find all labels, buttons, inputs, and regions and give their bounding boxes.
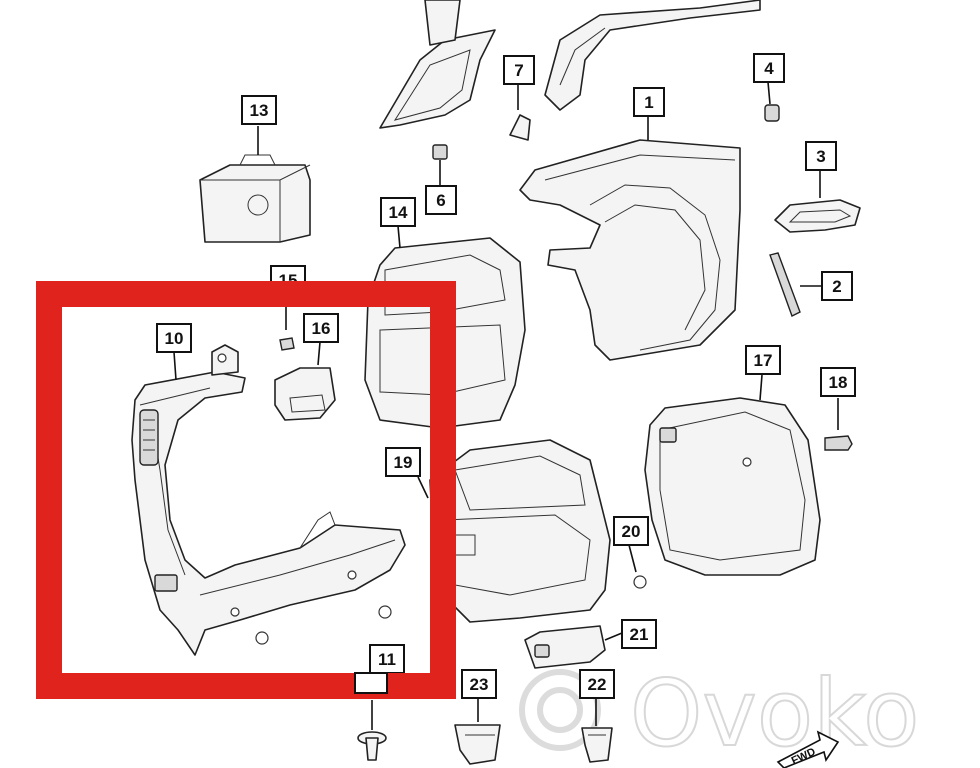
callout-box xyxy=(156,323,192,353)
callout-16: 16 xyxy=(303,313,339,343)
callout-18: 18 xyxy=(820,367,856,397)
part-13-first-aid-kit xyxy=(199,154,311,243)
partial-callout-clip xyxy=(354,672,388,694)
callout-box xyxy=(369,644,405,674)
callout-1: 1 xyxy=(633,87,665,117)
callout-box xyxy=(503,55,535,85)
part-23-clip xyxy=(454,724,501,765)
highlight-frame xyxy=(36,281,456,699)
callout-box xyxy=(380,197,416,227)
callout-4: 4 xyxy=(753,53,785,83)
callout-11: 11 xyxy=(369,644,405,674)
part-6-clip xyxy=(432,144,448,160)
part-19-lower-trim-panel xyxy=(429,439,611,623)
callout-number: 18 xyxy=(829,373,848,392)
part-2-weatherstrip xyxy=(769,252,801,317)
callout-number: 13 xyxy=(250,101,269,120)
part-16-trim-cover xyxy=(274,367,336,421)
callout-number: 2 xyxy=(832,277,841,296)
callout-number: 6 xyxy=(436,191,445,210)
part-upper-pillar xyxy=(544,0,761,111)
part-11-push-pin xyxy=(357,731,387,761)
callout-box xyxy=(633,87,665,117)
callout-box xyxy=(425,185,457,215)
callout-box xyxy=(461,669,497,699)
part-10-lower-quarter-trim xyxy=(131,344,406,656)
callout-box xyxy=(579,669,615,699)
callout-number: 1 xyxy=(644,93,653,112)
callout-14: 14 xyxy=(380,197,416,227)
callout-10: 10 xyxy=(156,323,192,353)
callout-21: 21 xyxy=(621,619,657,649)
callout-23: 23 xyxy=(461,669,497,699)
callout-6: 6 xyxy=(425,185,457,215)
callout-22: 22 xyxy=(579,669,615,699)
callout-17: 17 xyxy=(745,345,781,375)
callout-19: 19 xyxy=(385,447,421,477)
part-17-side-panel xyxy=(644,397,821,576)
callout-number: 3 xyxy=(816,147,825,166)
callout-box xyxy=(613,516,649,546)
watermark: Ovoko xyxy=(519,659,920,768)
callout-13: 13 xyxy=(241,95,277,125)
callout-number: 21 xyxy=(630,625,649,644)
part-4-clip xyxy=(764,104,780,122)
callout-box xyxy=(621,619,657,649)
callout-20: 20 xyxy=(613,516,649,546)
part-22-clip xyxy=(581,727,613,763)
callout-number: 19 xyxy=(394,453,413,472)
callout-7: 7 xyxy=(503,55,535,85)
part-7-clip xyxy=(509,114,531,141)
callout-box xyxy=(745,345,781,375)
callout-number: 4 xyxy=(764,59,774,78)
part-21-cover xyxy=(524,625,606,669)
part-18-screw xyxy=(824,435,853,451)
callout-number: 7 xyxy=(514,61,523,80)
watermark-text: Ovoko xyxy=(630,660,919,767)
callout-box xyxy=(241,95,277,125)
callout-number: 10 xyxy=(165,329,184,348)
callout-number: 17 xyxy=(754,351,773,370)
callout-box xyxy=(385,447,421,477)
callout-box xyxy=(753,53,785,83)
callout-number: 11 xyxy=(378,650,396,669)
callout-3: 3 xyxy=(805,141,837,171)
callout-number: 16 xyxy=(312,319,331,338)
callout-number: 20 xyxy=(622,522,641,541)
callout-number: 14 xyxy=(389,203,408,222)
callout-box xyxy=(821,271,853,301)
callout-box xyxy=(303,313,339,343)
part-1-quarter-trim-panel xyxy=(519,139,741,361)
callout-number: 23 xyxy=(470,675,489,694)
part-20-plug xyxy=(633,575,647,589)
callout-box xyxy=(820,367,856,397)
callout-box xyxy=(805,141,837,171)
part-15-clip xyxy=(279,337,295,351)
part-quarter-glass-trim xyxy=(379,0,496,129)
part-3-grab-handle xyxy=(774,199,861,233)
callout-number: 22 xyxy=(588,675,607,694)
callout-2: 2 xyxy=(821,271,853,301)
